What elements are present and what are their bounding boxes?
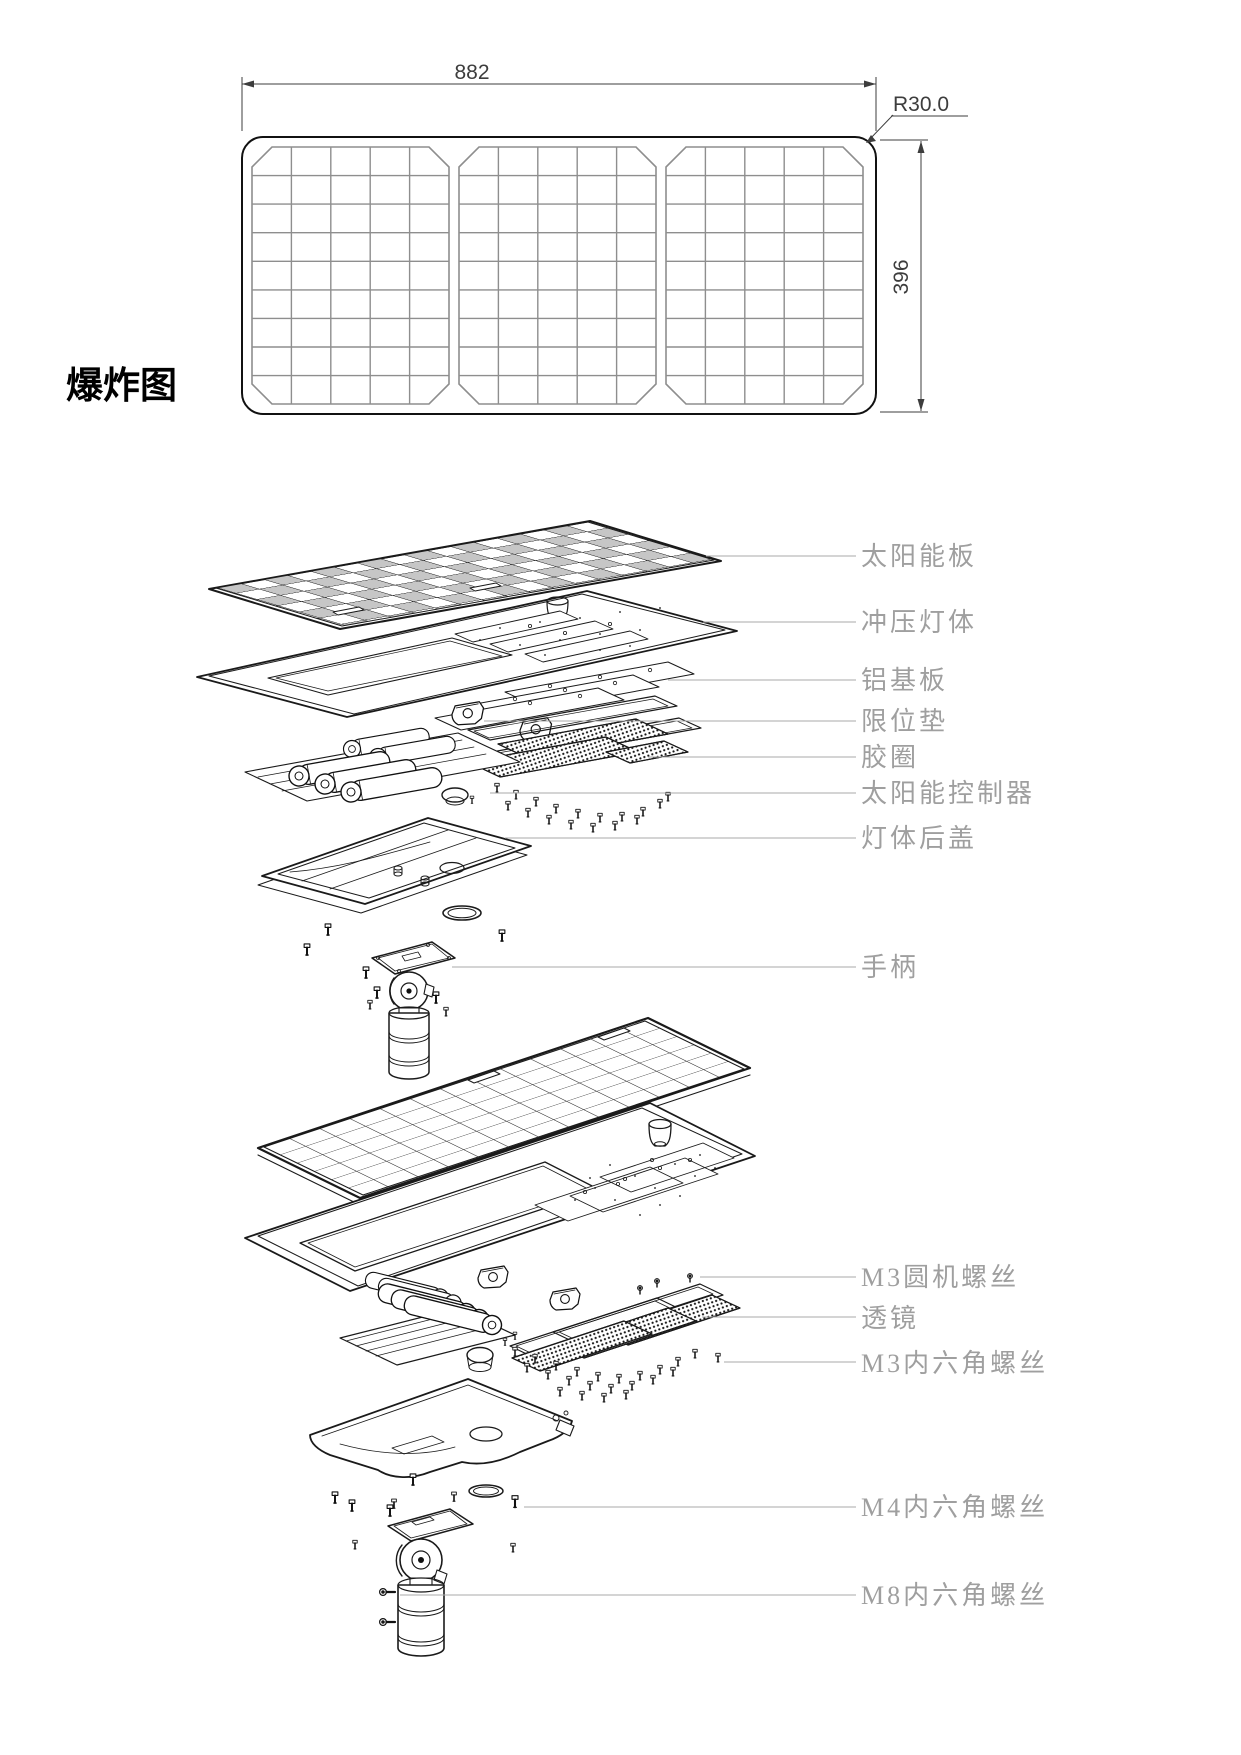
exploded-view-2 xyxy=(244,1016,756,1657)
label-limit-pad: 限位垫 xyxy=(861,707,948,736)
part-back-cover xyxy=(257,817,532,921)
gasket-oval-2 xyxy=(468,1484,504,1498)
part-solar-panel-2 xyxy=(256,1016,752,1206)
label-rubber-ring: 胶圈 xyxy=(861,743,919,772)
part-aluminum-substrate xyxy=(434,661,695,731)
dim-radius-value: R30.0 xyxy=(893,93,949,116)
dimension-radius xyxy=(866,114,968,143)
dimension-height xyxy=(880,139,928,413)
m4-screws-area xyxy=(331,1472,520,1518)
part-led-modules-2 xyxy=(511,1294,741,1372)
label-m3-round-screw: M3圆机螺丝 xyxy=(861,1263,1019,1292)
part-labels: 太阳能板 冲压灯体 铝基板 限位垫 胶圈 太阳能控制器 灯体后盖 手柄 M3圆机… xyxy=(861,542,1048,1610)
exploded-view-1 xyxy=(196,520,738,1080)
label-m3-hex-screw: M3内六角螺丝 xyxy=(861,1349,1048,1378)
m3-round-screws xyxy=(636,1272,694,1295)
part-limit-pad-2 xyxy=(549,1287,581,1311)
dim-width-value: 882 xyxy=(454,61,489,84)
label-handle: 手柄 xyxy=(861,953,919,982)
label-aluminum-substrate: 铝基板 xyxy=(861,666,948,695)
label-m4-hex-screw: M4内六角螺丝 xyxy=(861,1493,1048,1522)
page-title: 爆炸图 xyxy=(66,365,177,406)
solar-panel-outline xyxy=(241,136,877,415)
top-view: 882 396 R30.0 xyxy=(241,61,968,415)
part-housing-shell xyxy=(309,1378,575,1478)
label-m8-hex-screw: M8内六角螺丝 xyxy=(861,1581,1048,1610)
part-solar-controller-2 xyxy=(339,1270,518,1372)
dimension-width xyxy=(241,77,877,131)
dim-height-value: 396 xyxy=(890,259,913,294)
m8-screw xyxy=(378,1617,397,1627)
m4-screw xyxy=(510,1494,520,1509)
part-stamped-lamp-body xyxy=(196,590,738,718)
part-solar-panel xyxy=(208,520,722,630)
part-led-modules xyxy=(467,718,689,778)
gasket-oval xyxy=(442,905,482,921)
m8-screw xyxy=(378,1587,397,1597)
label-lens: 透镜 xyxy=(861,1304,919,1333)
label-solar-controller: 太阳能控制器 xyxy=(861,779,1035,808)
part-lamp-body-2 xyxy=(244,1102,756,1292)
part-limit-pad-2 xyxy=(477,1265,509,1289)
part-handle-2 xyxy=(352,1491,516,1657)
label-solar-panel: 太阳能板 xyxy=(861,542,977,571)
part-solar-controller xyxy=(244,726,521,806)
leader-lines xyxy=(400,555,856,1596)
m3-screws-row xyxy=(494,782,671,833)
label-stamped-lamp-body: 冲压灯体 xyxy=(861,608,977,637)
part-handle xyxy=(367,941,456,1080)
label-back-cover: 灯体后盖 xyxy=(861,824,977,853)
